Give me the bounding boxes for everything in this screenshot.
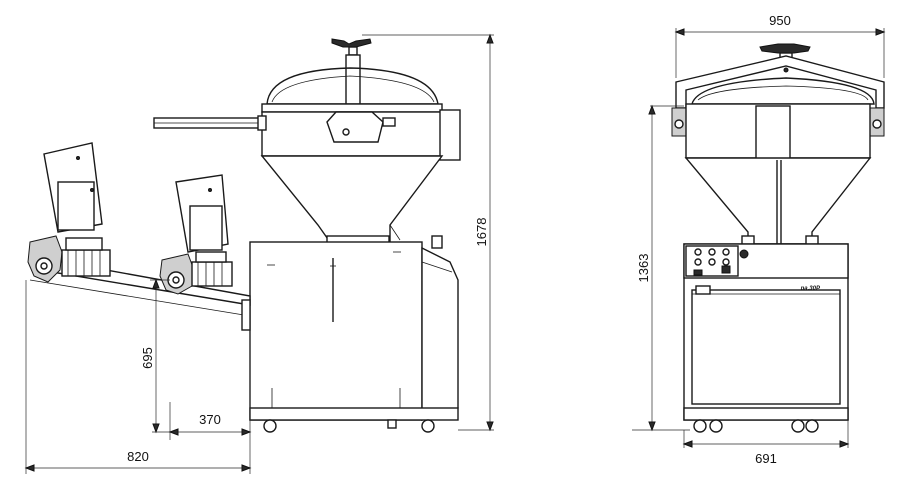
front-roof-frame [675, 55, 885, 109]
side-view: 1678 695 370 820 [24, 33, 494, 474]
front-dome [691, 77, 875, 105]
dim-691: 691 [682, 420, 850, 466]
front-wheel-right [791, 419, 805, 433]
front-view: pa.30P 950 1363 [632, 13, 886, 466]
front-model-label: pa.30P [800, 286, 821, 292]
side-dome-lid [266, 67, 439, 105]
front-wheel-right-inner [805, 419, 819, 433]
front-wheel-left-inner [709, 419, 723, 433]
front-base-plate [683, 407, 849, 421]
dim-820-label: 820 [127, 449, 149, 464]
dim-1678-label: 1678 [474, 218, 489, 247]
side-funnel [260, 155, 444, 243]
side-main-body [249, 241, 423, 421]
dim-370: 370 [152, 300, 252, 440]
side-rear-body [421, 246, 459, 421]
dim-1363-label: 1363 [636, 254, 651, 283]
dim-950-label: 950 [769, 13, 791, 28]
dim-370-label: 370 [199, 412, 221, 427]
side-handwheel [331, 38, 372, 56]
side-clamp-plate [326, 111, 384, 143]
dim-695-label: 695 [140, 347, 155, 369]
front-wheel-left [693, 419, 707, 433]
front-door-panel [691, 289, 841, 405]
dim-820: 820 [24, 280, 252, 474]
side-motor-left [27, 142, 111, 283]
side-motor-middle [159, 174, 233, 295]
side-wheel-rear [421, 419, 435, 433]
dim-1678: 1678 [362, 33, 494, 432]
dim-695: 695 [140, 278, 170, 434]
dim-1363: 1363 [632, 104, 690, 432]
side-base-plate [249, 407, 459, 421]
front-funnel [684, 157, 872, 245]
dim-691-label: 691 [755, 451, 777, 466]
side-wheel-front [263, 419, 277, 433]
dim-950: 950 [674, 13, 886, 78]
front-control-panel [685, 245, 749, 277]
